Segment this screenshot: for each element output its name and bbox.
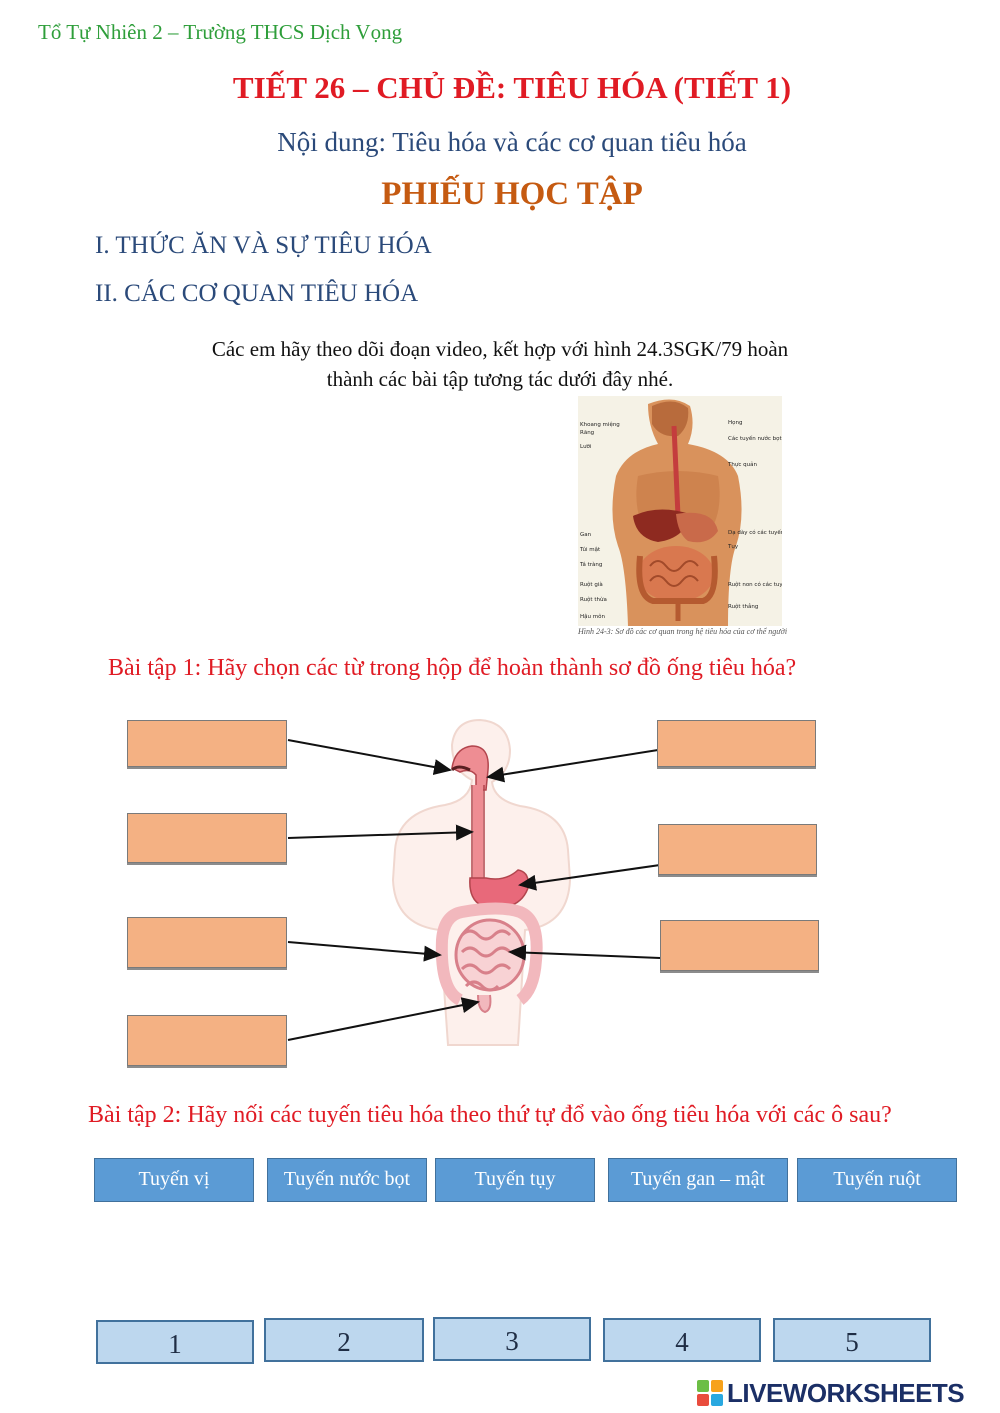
order-slot-4[interactable]: 4 — [603, 1318, 761, 1362]
small-intestine — [454, 918, 526, 992]
reference-label-right: Các tuyến nước bọt — [728, 435, 782, 442]
drop-box-left-4[interactable] — [127, 1015, 287, 1066]
arrow-esophagus — [287, 824, 474, 841]
liveworksheets-logo-icon — [697, 1380, 723, 1406]
arrow-rectum — [287, 997, 480, 1041]
gland-item-tuyen-vi[interactable]: Tuyến vị — [94, 1158, 254, 1202]
digestive-tract-diagram — [287, 718, 661, 1046]
drop-box-left-2[interactable] — [127, 813, 287, 863]
arrow-mouth — [287, 739, 452, 775]
reference-label-right: Dạ dày có các tuyến vị — [728, 529, 782, 536]
order-slot-5[interactable]: 5 — [773, 1318, 931, 1362]
reference-label-right: Thực quản — [727, 461, 757, 468]
order-slot-3[interactable]: 3 — [433, 1317, 591, 1361]
reference-label-right: Tụy — [727, 544, 739, 550]
instruction-line-1: Các em hãy theo dõi đoạn video, kết hợp … — [211, 337, 789, 361]
label-arrows — [287, 739, 661, 1041]
exercise-2-prompt: Bài tập 2: Hãy nối các tuyến tiêu hóa th… — [88, 1102, 892, 1128]
mouth-opening — [450, 765, 471, 772]
arrow-pharynx — [486, 749, 659, 783]
drop-box-right-1[interactable] — [657, 720, 816, 767]
arrow-stomach — [518, 864, 661, 891]
section-heading-2: II. CÁC CƠ QUAN TIÊU HÓA — [95, 280, 419, 307]
drop-box-left-3[interactable] — [127, 917, 287, 968]
section-heading-1: I. THỨC ĂN VÀ SỰ TIÊU HÓA — [95, 232, 432, 259]
reference-label-left: Lưỡi — [580, 444, 592, 450]
reference-label-right: Họng — [728, 420, 742, 426]
order-slot-1[interactable]: 1 — [96, 1320, 254, 1364]
reference-label-left: Khoang miệng — [580, 421, 620, 428]
instruction-line-2: thành các bài tập tương tác dưới đây nhé… — [326, 367, 674, 391]
lesson-title: TIẾT 26 – CHỦ ĐỀ: TIÊU HÓA (TIẾT 1) — [232, 70, 792, 105]
reference-label-left: Túi mật — [579, 546, 601, 553]
large-intestine — [435, 902, 543, 1006]
worksheet-heading: PHIẾU HỌC TẬP — [381, 176, 643, 212]
reference-label-left: Gan — [580, 532, 592, 538]
reference-label-left: Hậu môn — [580, 613, 605, 620]
drop-box-right-2[interactable] — [658, 824, 817, 875]
gland-item-tuyen-gan-mat[interactable]: Tuyến gan – mật — [608, 1158, 788, 1202]
instruction-text: Các em hãy theo dõi đoạn video, kết hợp … — [150, 334, 850, 394]
lesson-subtitle: Nội dung: Tiêu hóa và các cơ quan tiêu h… — [277, 127, 747, 157]
reference-label-right: Ruột thẳng — [728, 603, 758, 610]
liveworksheets-logo-text: LIVEWORKSHEETS — [727, 1377, 965, 1408]
reference-label-left: Ruột già — [580, 581, 603, 588]
order-slot-2[interactable]: 2 — [264, 1318, 424, 1362]
drop-box-right-3[interactable] — [660, 920, 819, 971]
reference-label-right: Ruột non có các tuyến ruột — [728, 581, 782, 588]
reference-caption: Hình 24-3: Sơ đồ các cơ quan trong hệ ti… — [578, 627, 788, 636]
drop-box-left-1[interactable] — [127, 720, 287, 767]
gland-item-tuyen-nuoc-bot[interactable]: Tuyến nước bọt — [267, 1158, 427, 1202]
exercise-1-prompt: Bài tập 1: Hãy chọn các từ trong hộp để … — [108, 655, 797, 681]
arrow-large-intestine — [287, 941, 442, 962]
reference-label-left: Răng — [580, 430, 594, 436]
gland-item-tuyen-ruot[interactable]: Tuyến ruột — [797, 1158, 957, 1202]
arrow-small-intestine — [508, 944, 661, 961]
reference-label-left: Ruột thừa — [580, 596, 607, 603]
school-name: Tổ Tự Nhiên 2 – Trường THCS Dịch Vọng — [38, 20, 403, 44]
reference-label-left: Tá tràng — [579, 561, 602, 568]
gland-item-tuyen-tuy[interactable]: Tuyến tụy — [435, 1158, 595, 1202]
liveworksheets-logo: LIVEWORKSHEETS — [697, 1376, 965, 1410]
